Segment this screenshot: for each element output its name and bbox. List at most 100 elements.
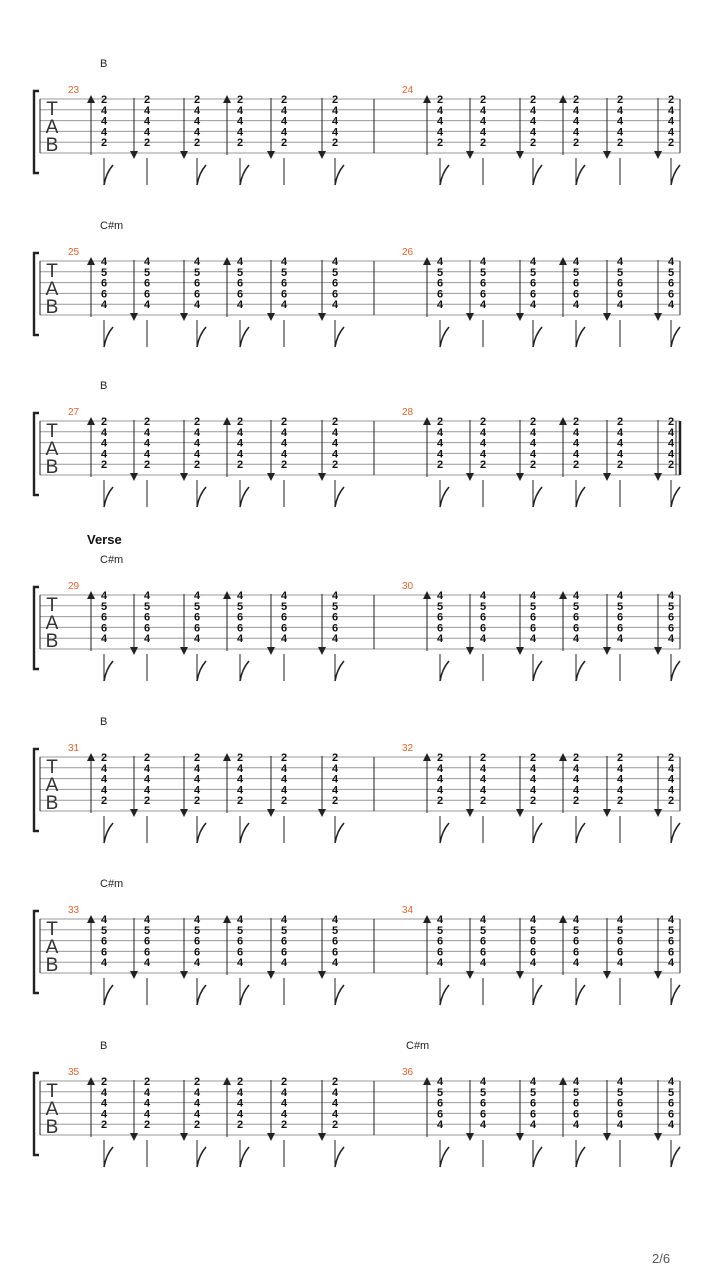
fret-number: 4	[332, 590, 339, 602]
eighth-flag	[575, 1146, 586, 1168]
fret-number: 5	[668, 925, 674, 937]
fret-number: 5	[573, 601, 579, 613]
fret-number: 2	[437, 416, 443, 428]
fret-number: 6	[573, 946, 579, 958]
staff-bracket	[32, 747, 39, 833]
fret-number: 2	[573, 416, 579, 428]
strum-up-arrow	[87, 915, 95, 923]
eighth-flag	[575, 486, 586, 508]
measure-number: 26	[402, 247, 414, 258]
fret-number: 4	[573, 590, 580, 602]
fret-number: 4	[668, 1076, 675, 1088]
fret-number: 4	[480, 1119, 487, 1131]
fret-number: 4	[332, 1087, 339, 1099]
fret-number: 4	[668, 256, 675, 268]
tab-clef-letter: A	[46, 439, 59, 460]
fret-number: 6	[332, 278, 338, 290]
fret-number: 4	[437, 590, 444, 602]
fret-number: 2	[101, 1119, 107, 1131]
fret-number: 4	[144, 763, 151, 775]
fret-number: 4	[281, 438, 288, 450]
fret-number: 5	[332, 925, 338, 937]
strum-up-arrow	[223, 95, 231, 103]
chord-name: C#m	[100, 878, 123, 890]
strum-up-arrow	[87, 417, 95, 425]
fret-number: 6	[480, 288, 486, 300]
fret-number: 4	[530, 633, 537, 645]
strum-down-arrow	[603, 313, 611, 321]
fret-number: 2	[437, 752, 443, 764]
fret-number: 2	[101, 416, 107, 428]
fret-number: 4	[668, 774, 675, 786]
fret-number: 4	[237, 1087, 244, 1099]
eighth-flag	[196, 164, 207, 186]
staff-bracket	[32, 909, 39, 995]
eighth-flag	[575, 164, 586, 186]
fret-number: 2	[237, 795, 243, 807]
fret-number: 6	[144, 622, 150, 634]
strum-down-arrow	[516, 647, 524, 655]
fret-number: 6	[573, 278, 579, 290]
fret-number: 4	[144, 299, 151, 311]
eighth-flag	[439, 660, 450, 682]
fret-number: 5	[281, 925, 287, 937]
chord-name: B	[100, 58, 107, 70]
fret-number: 4	[144, 1108, 151, 1120]
fret-number: 6	[101, 278, 107, 290]
fret-number: 2	[530, 137, 536, 149]
fret-number: 4	[281, 105, 288, 117]
eighth-flag	[196, 486, 207, 508]
strum-up-arrow	[87, 753, 95, 761]
fret-number: 5	[480, 267, 486, 279]
fret-number: 4	[101, 438, 108, 450]
strum-down-arrow	[180, 809, 188, 817]
fret-number: 6	[237, 622, 243, 634]
fret-number: 4	[194, 784, 201, 796]
fret-number: 6	[573, 288, 579, 300]
eighth-flag	[103, 660, 114, 682]
fret-number: 4	[194, 1098, 201, 1110]
measure-number: 25	[68, 247, 80, 258]
fret-number: 4	[437, 1076, 444, 1088]
fret-number: 4	[617, 957, 624, 969]
staff-bracket	[32, 1071, 39, 1157]
eighth-flag	[103, 1146, 114, 1168]
fret-number: 5	[194, 925, 200, 937]
strum-down-arrow	[516, 313, 524, 321]
fret-number: 2	[237, 1119, 243, 1131]
fret-number: 5	[617, 925, 623, 937]
fret-number: 4	[573, 763, 580, 775]
fret-number: 5	[617, 601, 623, 613]
fret-number: 5	[668, 267, 674, 279]
fret-number: 4	[530, 116, 537, 128]
fret-number: 4	[144, 1098, 151, 1110]
tab-clef-letter: A	[46, 279, 59, 300]
fret-number: 2	[573, 795, 579, 807]
fret-number: 2	[237, 1076, 243, 1088]
fret-number: 6	[437, 622, 443, 634]
fret-number: 6	[668, 278, 674, 290]
fret-number: 6	[480, 622, 486, 634]
fret-number: 6	[668, 622, 674, 634]
eighth-flag	[196, 822, 207, 844]
fret-number: 4	[617, 105, 624, 117]
strum-down-arrow	[180, 1133, 188, 1141]
fret-number: 4	[101, 633, 108, 645]
staff-bracket	[32, 411, 39, 497]
fret-number: 4	[530, 784, 537, 796]
fret-number: 5	[237, 601, 243, 613]
strum-down-arrow	[466, 809, 474, 817]
fret-number: 2	[573, 94, 579, 106]
chord-name: C#m	[406, 1040, 429, 1052]
fret-number: 5	[480, 925, 486, 937]
fret-number: 4	[194, 1087, 201, 1099]
fret-number: 4	[194, 105, 201, 117]
strum-up-arrow	[223, 1077, 231, 1085]
fret-number: 6	[281, 288, 287, 300]
fret-number: 4	[144, 957, 151, 969]
fret-number: 6	[194, 288, 200, 300]
fret-number: 4	[530, 438, 537, 450]
fret-number: 6	[281, 278, 287, 290]
fret-number: 4	[530, 427, 537, 439]
fret-number: 4	[332, 774, 339, 786]
